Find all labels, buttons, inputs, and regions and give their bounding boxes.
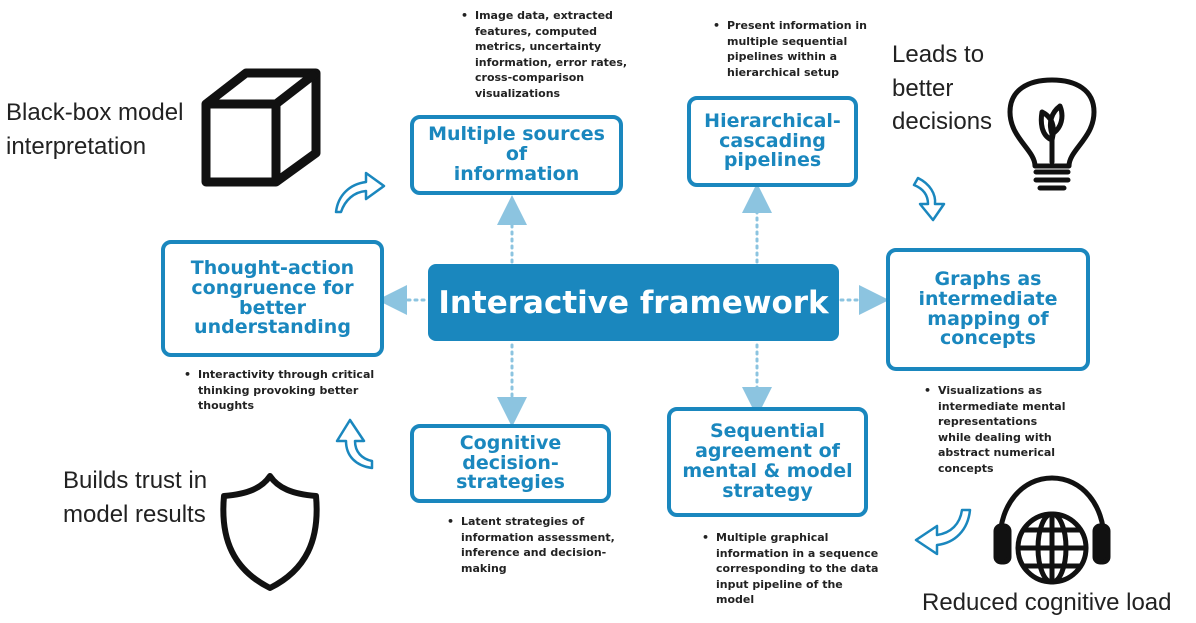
curved-arrow-icon <box>335 418 374 470</box>
note-text: Interactivity through critical thinking … <box>198 368 375 413</box>
shield-icon <box>220 473 320 591</box>
note-multiple-sources: • Image data, extracted features, comput… <box>461 8 641 102</box>
hierarchical-pipelines-box: Hierarchical- cascading pipelines <box>687 96 858 187</box>
bullet: • <box>461 9 469 22</box>
note-text: Multiple graphical information in a sequ… <box>716 531 879 607</box>
outcome-trust: Builds trust in model results <box>63 467 208 528</box>
lightbulb-icon <box>1007 77 1097 191</box>
thought-action-box: Thought-action congruence for better und… <box>161 240 384 357</box>
cube-icon <box>201 68 321 187</box>
note-graphs: • Visualizations as intermediate mental … <box>924 383 1094 477</box>
outcome-better-decisions: Leads to better decisions <box>892 41 993 136</box>
outcome-cognitive-load: Reduced cognitive load <box>922 589 1172 616</box>
bullet: • <box>924 384 932 397</box>
globe-headphones-icon <box>993 475 1111 585</box>
sequential-agreement-box: Sequential agreement of mental & model s… <box>667 407 868 517</box>
bullet: • <box>447 515 455 528</box>
note-hierarchical: • Present information in multiple sequen… <box>713 18 893 80</box>
bullet: • <box>713 19 721 32</box>
note-text: Image data, extracted features, computed… <box>475 9 628 101</box>
graphs-mapping-box: Graphs as intermediate mapping of concep… <box>886 248 1090 371</box>
interactive-framework-box: Interactive framework <box>428 264 839 341</box>
curved-arrow-icon <box>912 176 946 222</box>
curved-arrow-icon <box>334 171 386 214</box>
bullet: • <box>184 368 192 381</box>
note-text: Visualizations as intermediate mental re… <box>938 384 1066 476</box>
note-thought-action: • Interactivity through critical thinkin… <box>184 367 384 414</box>
note-cognitive: • Latent strategies of information asses… <box>447 514 627 576</box>
note-text: Latent strategies of information assessm… <box>461 515 615 575</box>
outcome-black-box: Black-box model interpretation <box>6 99 184 160</box>
curved-arrow-icon <box>914 508 972 556</box>
multiple-sources-box: Multiple sources of information <box>410 115 623 195</box>
cognitive-strategies-box: Cognitive decision- strategies <box>410 424 611 503</box>
note-text: Present information in multiple sequenti… <box>727 19 867 79</box>
note-sequential: • Multiple graphical information in a se… <box>702 530 892 608</box>
bullet: • <box>702 531 710 544</box>
